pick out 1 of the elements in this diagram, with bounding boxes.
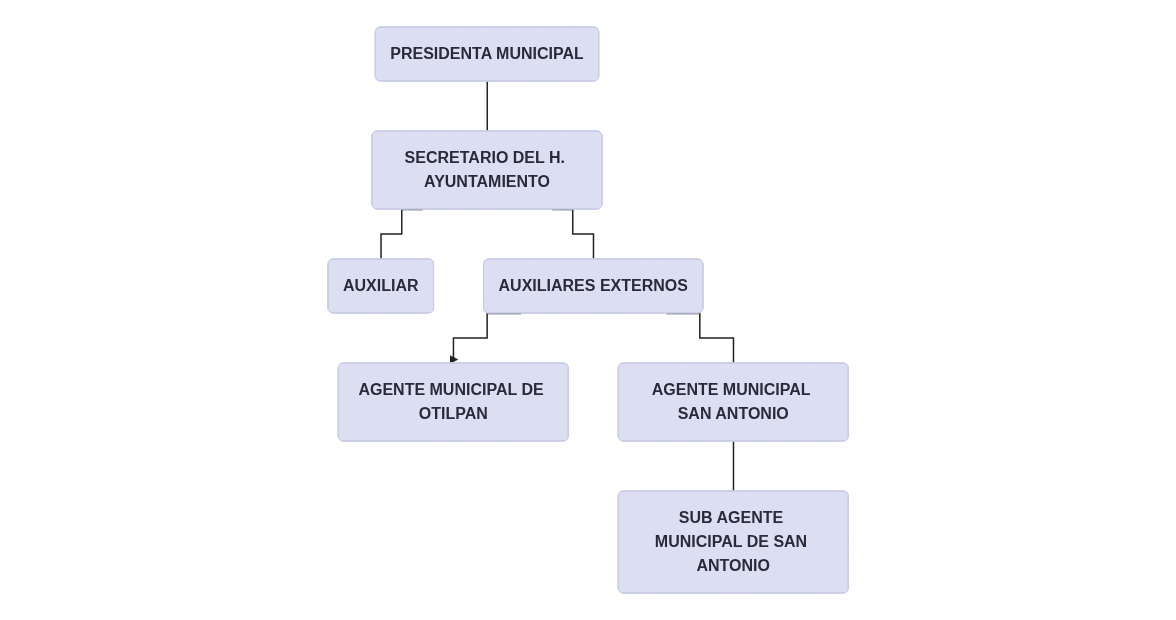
connector	[486, 80, 489, 133]
